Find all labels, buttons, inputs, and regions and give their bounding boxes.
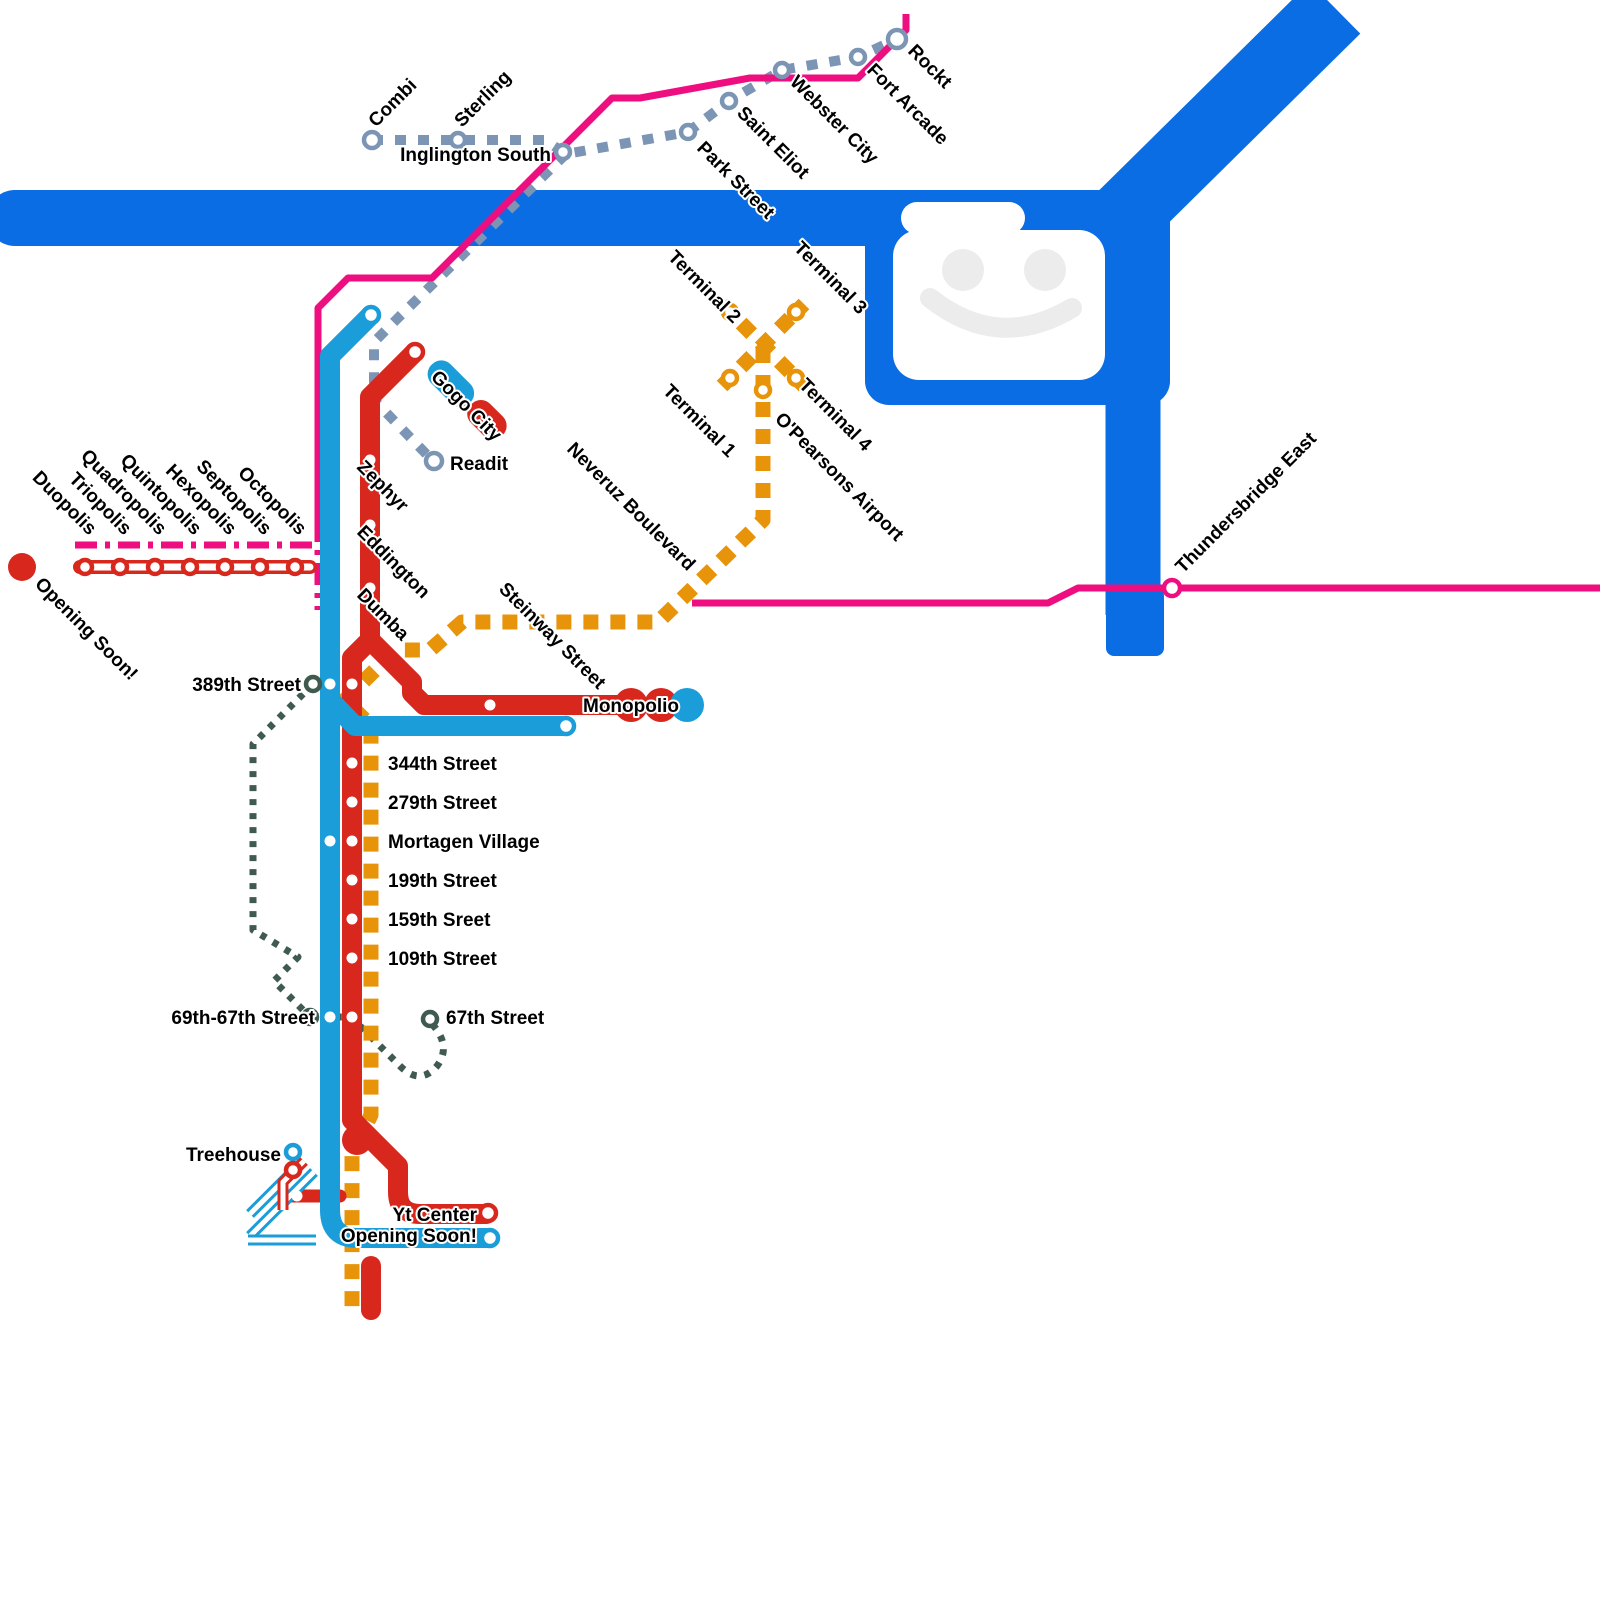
station-marker-ring [250,557,270,577]
station-label: Neveruz Boulevard [562,439,699,576]
station-label: Gogo City [426,367,505,446]
station-label: Treehouse [186,1145,281,1166]
station-label: Thundersbridge East [1172,428,1322,578]
station-marker-ring [361,129,383,151]
station-label: Opening Soon! [341,1226,477,1247]
station-marker-dot [324,835,336,847]
station-marker-dot [484,699,496,711]
station-marker-dot [346,952,358,964]
station-marker-dot [291,1190,303,1202]
station-label: Saint Eliot [732,103,813,184]
monopolio-bullet-blue [670,688,704,722]
station-marker-dot [346,757,358,769]
gogo-capsule-blue [427,360,475,407]
station-marker-ring [848,47,868,67]
station-marker-ring [215,557,235,577]
station-marker-ring [285,557,305,577]
station-label: Terminal 1 [658,381,739,462]
line-green-shuttle [249,681,447,1080]
river-diagonal-band [1074,0,1361,266]
station-label: Opening Soon! [30,574,141,685]
station-marker-dot [346,678,358,690]
station-marker-ring [180,557,200,577]
station-marker-solid [8,553,36,581]
station-marker-ring [283,1160,303,1180]
line-pink-east [692,584,1600,607]
line-blue-trunk [320,305,498,1248]
station-label: Terminal 2 [663,247,744,328]
station-label: Combi [365,75,422,132]
station-marker-ring [553,142,573,162]
line-steel-north [372,34,900,159]
station-marker-ring [719,91,739,111]
station-label: Mortagen Village [388,832,540,853]
island-smiley-eye-right [1024,249,1066,291]
station-marker-dot [324,1011,336,1023]
station-marker-ring [404,341,426,363]
line-blue-branch-monopolio [320,690,576,736]
station-label: Rockt [903,41,956,94]
station-label: 69th-67th Street [171,1008,315,1029]
station-marker-dot [364,519,376,531]
station-marker-ring [786,368,806,388]
station-marker-dot [364,582,376,594]
station-marker-ring [786,302,806,322]
station-marker-dot [364,454,376,466]
station-marker-ring [885,27,909,51]
station-label: Yt Center [393,1205,478,1226]
station-marker-ring [145,557,165,577]
junction-blob [342,1125,372,1155]
island-smiley-eye-left [942,249,984,291]
station-label: 389th Street [192,675,301,696]
station-label: Readit [450,454,509,475]
station-marker-ring [360,304,382,326]
station-marker-ring [555,715,577,737]
station-label: Inglington South [400,145,551,166]
station-marker-ring [772,60,792,80]
station-marker-ring [678,122,698,142]
monopolio-bullet-red-2 [644,688,678,722]
gogo-capsule-red [467,400,507,440]
station-marker-ring [283,1142,303,1162]
station-label: Steinway Street [494,579,609,694]
station-marker-dot [346,913,358,925]
station-marker-dot [346,796,358,808]
station-label: Monopolio [583,696,679,717]
monopolio-bullet-red-1 [614,688,648,722]
river-vertical-blob [1106,588,1164,656]
line-steel-south [369,150,570,464]
island-smiley-mouth [920,288,1082,338]
station-label: 159th Sreet [388,910,491,931]
station-marker-ring [303,674,323,694]
station-marker-ring [75,557,95,577]
station-label: Sterling [451,67,516,132]
station-marker-ring [110,557,130,577]
station-marker-ring [477,1202,499,1224]
station-marker-ring [448,130,468,150]
station-label: 67th Street [446,1008,545,1029]
island-top-slot [901,202,1025,234]
line-orange-airport-x2 [716,298,810,392]
station-label: 199th Street [388,871,497,892]
station-label: 109th Street [388,949,497,970]
station-marker-ring [479,1227,501,1249]
station-marker-dot [346,1011,358,1023]
station-marker-dot [346,835,358,847]
station-marker-ring [423,450,445,472]
station-marker-ring [720,368,740,388]
line-pink-main [314,14,910,520]
station-marker-ring [720,302,740,322]
station-marker-ring [1161,577,1183,599]
station-marker-dot [324,678,336,690]
station-label: 344th Street [388,754,497,775]
station-marker-ring [753,380,773,400]
station-marker-dot [346,874,358,886]
line-red-trunk [342,342,496,1224]
station-label: 279th Street [388,793,497,814]
station-marker-ring [420,1009,440,1029]
station-marker-ring [300,1007,320,1027]
